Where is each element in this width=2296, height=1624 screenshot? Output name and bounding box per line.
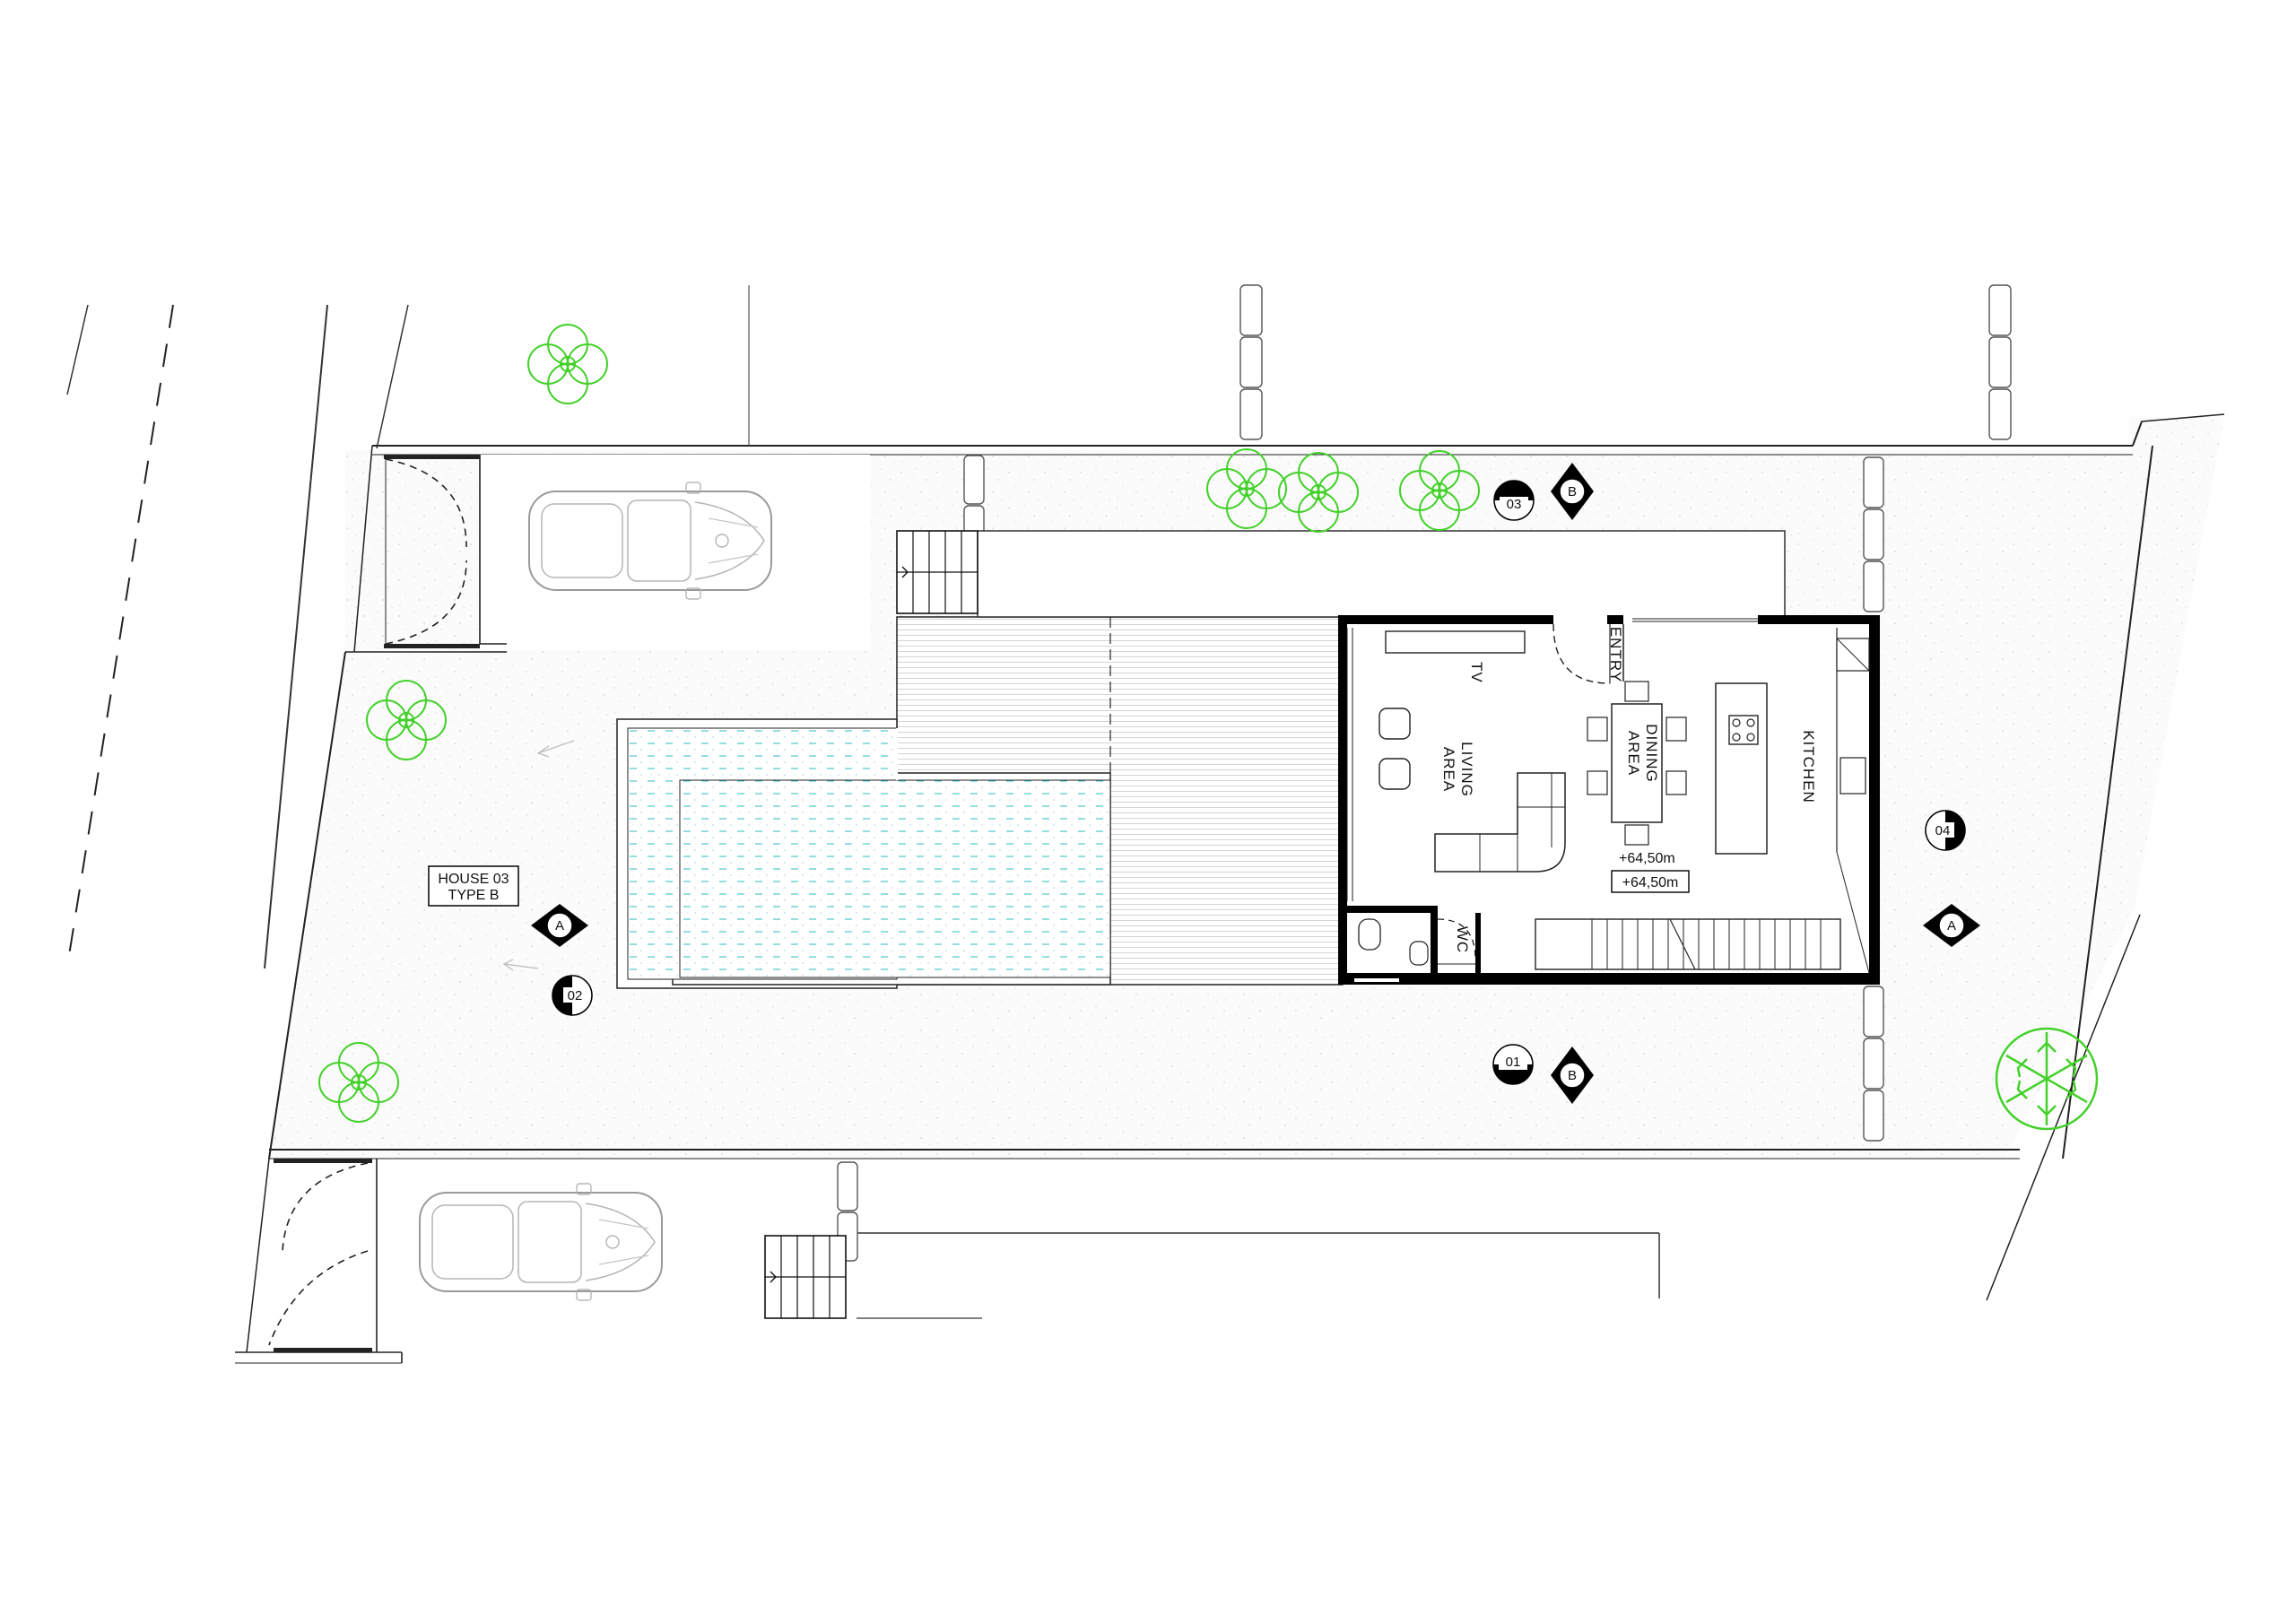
room-label-tv: TV [1468, 662, 1485, 683]
elevation-marker-icon: 01 [1492, 1044, 1534, 1085]
room-label-dining-line2: AREA [1625, 731, 1642, 776]
section-marker-icon: A [1923, 904, 1980, 947]
section-marker-b-bottom: B [1568, 1068, 1577, 1083]
section-marker-icon: A [531, 904, 588, 947]
level-label-b: +64,50m [1622, 875, 1679, 890]
elevation-marker-icon: 02 [552, 975, 593, 1016]
stair-icon [896, 530, 978, 614]
house-tag: HOUSE 03 TYPE B [428, 865, 519, 907]
section-marker-a-right: A [1947, 918, 1956, 934]
section-marker-a-left: A [555, 918, 564, 934]
tree-icon [1995, 1027, 2099, 1131]
room-label-wc: WC [1454, 926, 1471, 953]
pool [616, 718, 1111, 989]
elevation-marker-03: 03 [1507, 497, 1522, 512]
road [66, 304, 409, 969]
elevation-marker-02: 02 [568, 988, 583, 1003]
room-label-living-line1: LIVING [1458, 742, 1475, 797]
room-label-living: LIVING AREA [1440, 742, 1475, 797]
house [1338, 615, 1880, 985]
house-tag-line2: TYPE B [448, 888, 500, 903]
elevation-marker-04: 04 [1935, 823, 1951, 838]
house-tag-line1: HOUSE 03 [438, 872, 509, 887]
room-label-dining-line1: DINING [1643, 724, 1660, 783]
elevation-marker-icon: 04 [1925, 810, 1966, 851]
room-label-dining: DINING AREA [1625, 724, 1660, 783]
level-box: +64,50m [1611, 870, 1690, 893]
gate-top [384, 455, 480, 648]
room-label-kitchen: KITCHEN [1800, 730, 1817, 803]
section-marker-b-top: B [1568, 484, 1577, 499]
car-icon [528, 482, 772, 600]
slope-arrows [502, 740, 575, 971]
tree-icon [527, 324, 608, 404]
stair-icon [764, 1235, 847, 1319]
level-label-a: +64,50m [1619, 851, 1675, 866]
room-label-living-line2: AREA [1440, 747, 1457, 792]
section-marker-icon: B [1551, 1046, 1594, 1104]
room-label-entry: ENTRY [1607, 627, 1624, 682]
car-icon [419, 1183, 663, 1301]
stepping-stones [837, 284, 2012, 1262]
elevation-marker-icon: 03 [1493, 480, 1535, 521]
gate-bottom [268, 1159, 372, 1352]
section-marker-icon: B [1551, 463, 1594, 520]
elevation-marker-01: 01 [1506, 1055, 1521, 1070]
